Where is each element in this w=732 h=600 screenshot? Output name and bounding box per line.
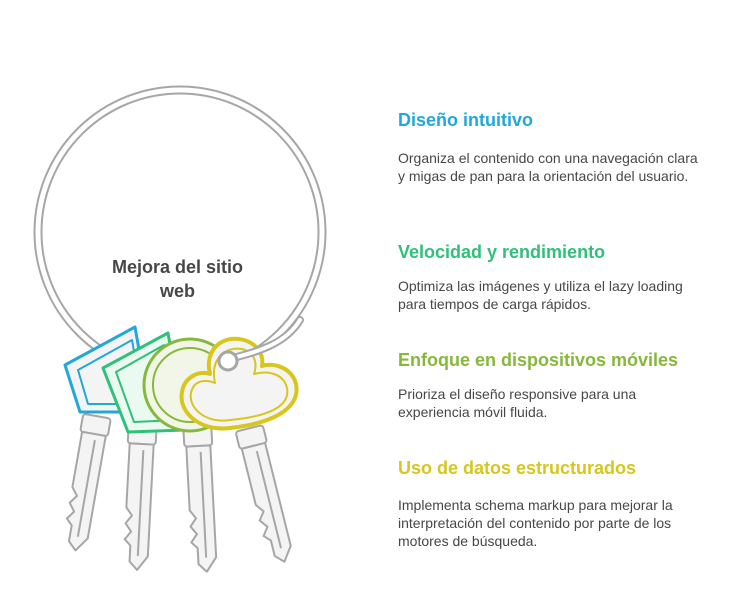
key-4 xyxy=(235,424,292,563)
item-diseno-intuitivo: Diseño intuitivo Organiza el contenido c… xyxy=(398,109,708,184)
center-title-line-1: Mejora del sitio xyxy=(111,257,244,277)
tag-heart-yellow xyxy=(179,336,299,431)
ring-hole xyxy=(217,350,239,372)
item-title: Diseño intuitivo xyxy=(398,110,533,130)
key-blades xyxy=(65,413,292,573)
item-description: Optimiza las imágenes y utiliza el lazy … xyxy=(398,278,683,312)
center-title-line-2: web xyxy=(159,281,195,301)
item-description: Organiza el contenido con una navegación… xyxy=(398,150,698,184)
item-description: Prioriza el diseño responsive para una e… xyxy=(398,386,637,420)
item-title: Uso de datos estructurados xyxy=(398,458,637,478)
item-moviles: Enfoque en dispositivos móviles Prioriza… xyxy=(398,349,708,420)
item-datos-estructurados: Uso de datos estructurados Implementa sc… xyxy=(398,457,708,549)
key-2 xyxy=(123,424,158,571)
key-1 xyxy=(65,413,112,552)
item-velocidad: Velocidad y rendimiento Optimiza las imá… xyxy=(398,241,708,312)
item-description: Implementa schema markup para mejorar la… xyxy=(398,497,673,549)
item-title: Velocidad y rendimiento xyxy=(398,242,606,262)
center-title: Mejora del sitio web xyxy=(90,255,265,303)
item-title: Enfoque en dispositivos móviles xyxy=(398,350,679,370)
key-3 xyxy=(182,426,218,573)
